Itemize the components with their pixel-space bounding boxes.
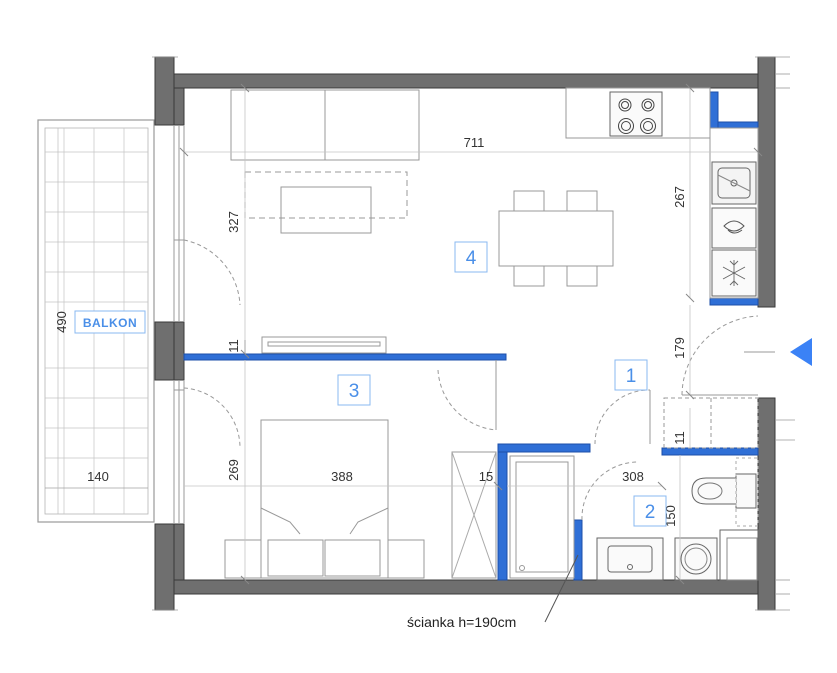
- chair: [513, 190, 545, 212]
- room-4-box: [454, 241, 488, 273]
- room-labels: 4 3 1 2: [337, 241, 667, 527]
- dim-bedroom-depth: 269: [226, 459, 241, 481]
- washing-machine-icon: [674, 537, 718, 581]
- partition-low-wall: [573, 519, 583, 581]
- nightstand: [224, 539, 262, 579]
- partition-kitchen-top2: [717, 121, 759, 129]
- kitchen: [565, 87, 759, 299]
- bed: [260, 419, 389, 579]
- dim-wall-gap: 15: [479, 469, 493, 484]
- coffee-table: [280, 186, 372, 234]
- shower-tray: [515, 461, 569, 573]
- kitchen-counter-right: [709, 127, 759, 299]
- partition-bath-left: [497, 443, 508, 581]
- wall-left-mid: [154, 321, 175, 381]
- dim-bath-partition: 11: [672, 431, 687, 445]
- bedroom-furniture: [224, 360, 497, 579]
- wall-ends: [152, 56, 795, 611]
- room-3-label: 3: [349, 381, 360, 402]
- wall-right-bottom: [757, 397, 776, 611]
- balcony: BALKON 490 140: [37, 119, 155, 523]
- room-2-label: 2: [645, 502, 656, 523]
- wall-height-note-text: ścianka h=190cm: [407, 614, 516, 630]
- pillow: [324, 539, 381, 577]
- pillow: [267, 539, 324, 577]
- dimension-ticks: [179, 83, 763, 585]
- room-3-box: [337, 374, 371, 406]
- toilet-icon: [691, 473, 757, 509]
- walls: [154, 56, 776, 611]
- rug: [244, 171, 408, 219]
- kitchen-counter: [565, 87, 711, 139]
- dim-partition-top: 11: [226, 339, 241, 353]
- dim-living-depth: 327: [226, 211, 241, 233]
- dim-hall-depth: 179: [672, 337, 687, 359]
- nightstand: [387, 539, 425, 579]
- wall-left-top-inner: [173, 87, 185, 126]
- entry-arrow-icon: [790, 338, 812, 366]
- dimension-lines: [184, 88, 758, 580]
- chair: [566, 190, 598, 212]
- partitions: [183, 91, 759, 581]
- room-1-label: 1: [626, 366, 637, 387]
- balkon-label-box: [74, 310, 146, 334]
- dim-bedroom-width: 388: [331, 469, 353, 484]
- wardrobe-bedroom: [451, 451, 497, 579]
- chair: [566, 265, 598, 287]
- dim-bath-depth: 150: [663, 505, 678, 527]
- balcony-tiles: [45, 128, 148, 514]
- partition-kitchen-bottom: [709, 297, 759, 306]
- dim-kitchen-depth: 267: [672, 186, 687, 208]
- room-2-box: [633, 495, 667, 527]
- wall-left-bottom: [154, 523, 175, 611]
- fridge-icon: [711, 249, 757, 297]
- washbasin-icon: [596, 537, 664, 581]
- dim-balcony-length: 490: [54, 311, 69, 333]
- bathroom: [509, 389, 759, 581]
- wall-left-mid-inner: [173, 321, 185, 381]
- wall-left-top: [154, 56, 175, 126]
- entrance: [663, 315, 775, 449]
- dining-table: [498, 210, 614, 267]
- shower: [509, 455, 575, 579]
- tv-unit: [261, 336, 387, 354]
- wall-height-note: ścianka h=190cm: [407, 554, 579, 630]
- room-1-box: [614, 359, 648, 391]
- stove-icon: [609, 91, 663, 137]
- chair: [513, 265, 545, 287]
- wall-left-bottom-inner: [173, 523, 185, 581]
- windows: [173, 125, 241, 524]
- room-4-label: 4: [466, 248, 477, 269]
- wall-right-top: [757, 56, 776, 308]
- dim-balcony-width: 140: [87, 469, 109, 484]
- dim-living-width: 711: [464, 135, 485, 150]
- partition-kitchen-top: [709, 91, 719, 129]
- partition-bath-top: [497, 443, 591, 453]
- partition-bath-right: [661, 447, 759, 456]
- dim-bath-width: 308: [622, 469, 644, 484]
- sink-icon: [711, 161, 757, 205]
- wall-bottom: [173, 579, 775, 595]
- partition-living-bedroom: [183, 353, 507, 361]
- dishwasher-icon: [711, 207, 757, 249]
- balkon-label: BALKON: [83, 316, 137, 330]
- wall-top: [173, 73, 775, 89]
- living-furniture: [230, 89, 614, 354]
